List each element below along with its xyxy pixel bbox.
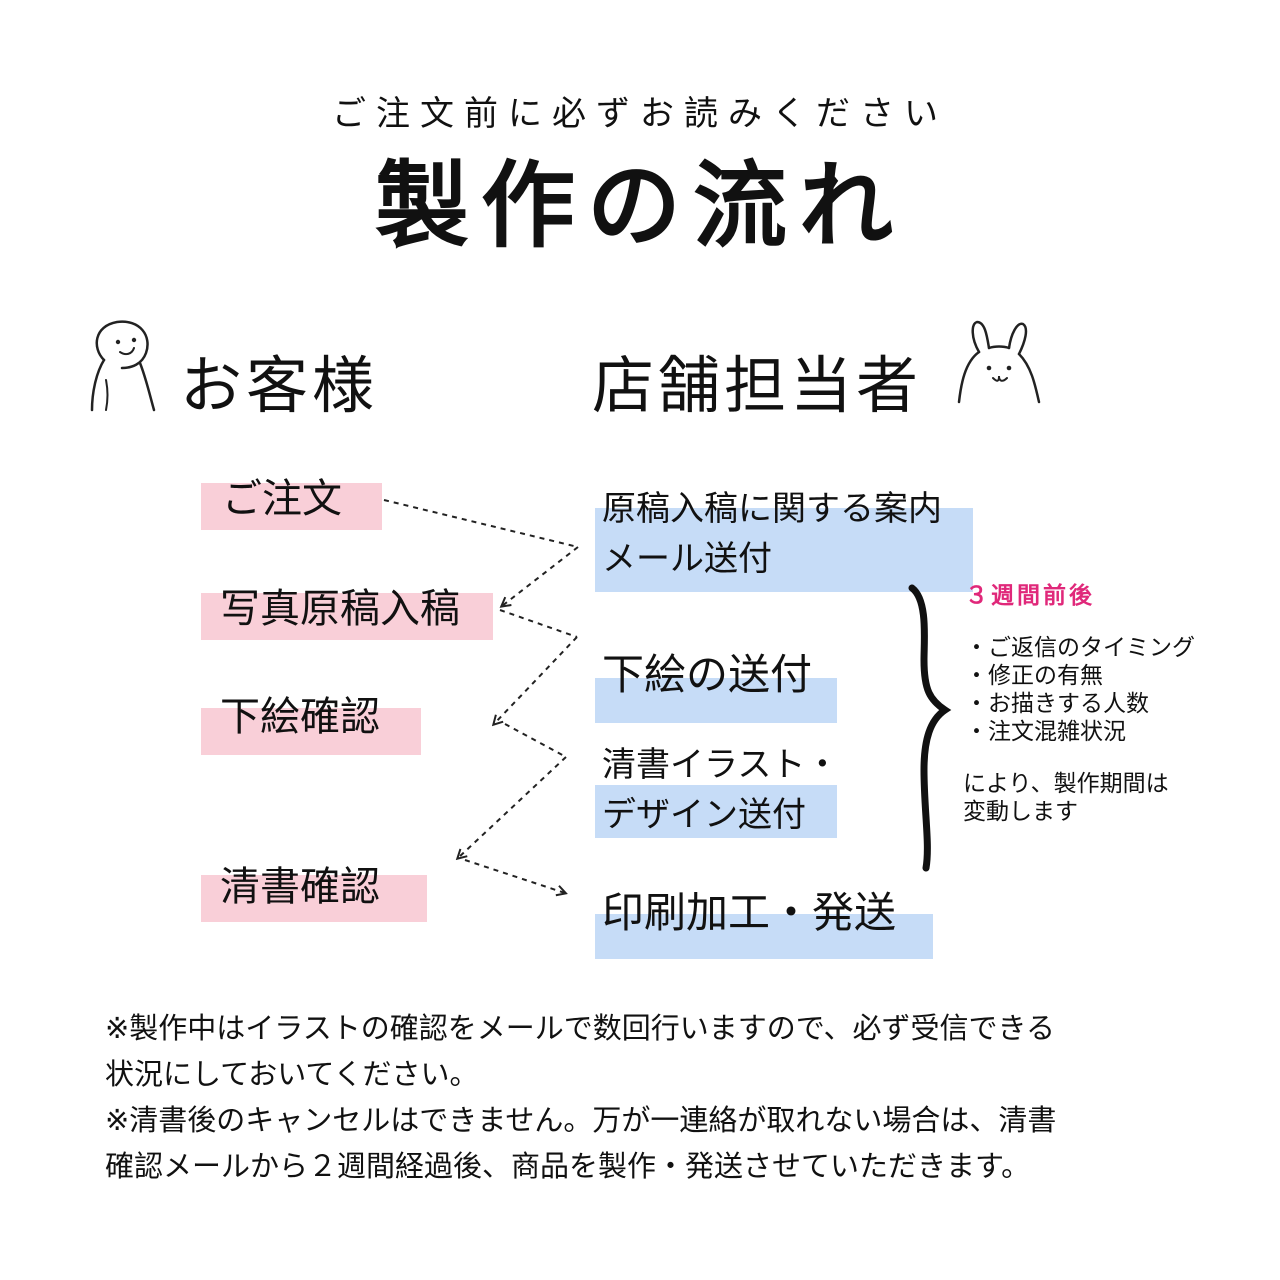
factor-item: ・注文混雑状況 xyxy=(965,719,1126,745)
shop-step-final-design-send: 清書イラスト・ デザイン送付 xyxy=(602,745,840,835)
factor-item: ・修正の有無 xyxy=(965,663,1103,689)
photo-upload-step-highlight xyxy=(201,593,493,640)
arrow-final-check-to-ship xyxy=(464,859,565,893)
arrow-check-to-final-design xyxy=(504,723,567,758)
guide-email-step-highlight xyxy=(595,508,973,592)
factor-item: ・お描きする人数 xyxy=(965,691,1149,717)
arrow-sketch-to-check xyxy=(494,636,578,724)
arrow-upload-to-sketch xyxy=(499,609,578,638)
sketch-send-step-highlight xyxy=(595,678,837,723)
page-title: 製作の流れ xyxy=(374,152,905,261)
customer-step-sketch-check: 下絵確認 xyxy=(220,694,380,740)
shop-role-label: 店舗担当者 xyxy=(592,349,923,422)
print-ship-step-highlight xyxy=(595,914,933,959)
arrow-final-design-to-final-check xyxy=(458,756,567,858)
period-varies-note: により、製作期間は 変動します xyxy=(963,771,1169,825)
footer-note-cancel: ※清書後のキャンセルはできません。万が一連絡が取れない場合は、清書 確認メールか… xyxy=(105,1103,1057,1183)
factor-item: ・ご返信のタイミング xyxy=(965,635,1195,661)
person-doodle-icon xyxy=(90,320,156,412)
shop-step-sketch-send: 下絵の送付 xyxy=(602,650,813,699)
rabbit-doodle-icon xyxy=(957,320,1041,404)
arrow-order-to-guide xyxy=(383,499,579,548)
customer-step-photo-upload: 写真原稿入稿 xyxy=(220,586,460,632)
order-step-highlight xyxy=(201,483,382,530)
footer-notes: ※製作中はイラストの確認をメールで数回行いますので、必ず受信できる 状況にしてお… xyxy=(105,1005,1205,1189)
curly-brace-icon xyxy=(908,584,952,872)
footer-note-email: ※製作中はイラストの確認をメールで数回行いますので、必ず受信できる 状況にしてお… xyxy=(105,1011,1055,1091)
customer-step-final-check: 清書確認 xyxy=(220,864,380,910)
notice-subtitle: ご注文前に必ずお読みください xyxy=(332,94,948,134)
arrow-guide-to-upload xyxy=(502,546,579,606)
shop-step-guide-email: 原稿入稿に関する案内 メール送付 xyxy=(602,489,942,579)
final-check-step-highlight xyxy=(201,875,427,922)
factor-list: ・ご返信のタイミング ・修正の有無 ・お描きする人数 ・注文混雑状況 xyxy=(965,634,1195,746)
shop-step-print-ship: 印刷加工・発送 xyxy=(602,888,897,937)
customer-step-order: ご注文 xyxy=(222,476,342,522)
customer-role-label: お客様 xyxy=(180,349,379,422)
sketch-check-step-highlight xyxy=(201,708,421,755)
final-design-send-step-highlight xyxy=(595,785,837,838)
period-label: ３週間前後 xyxy=(965,583,1095,609)
